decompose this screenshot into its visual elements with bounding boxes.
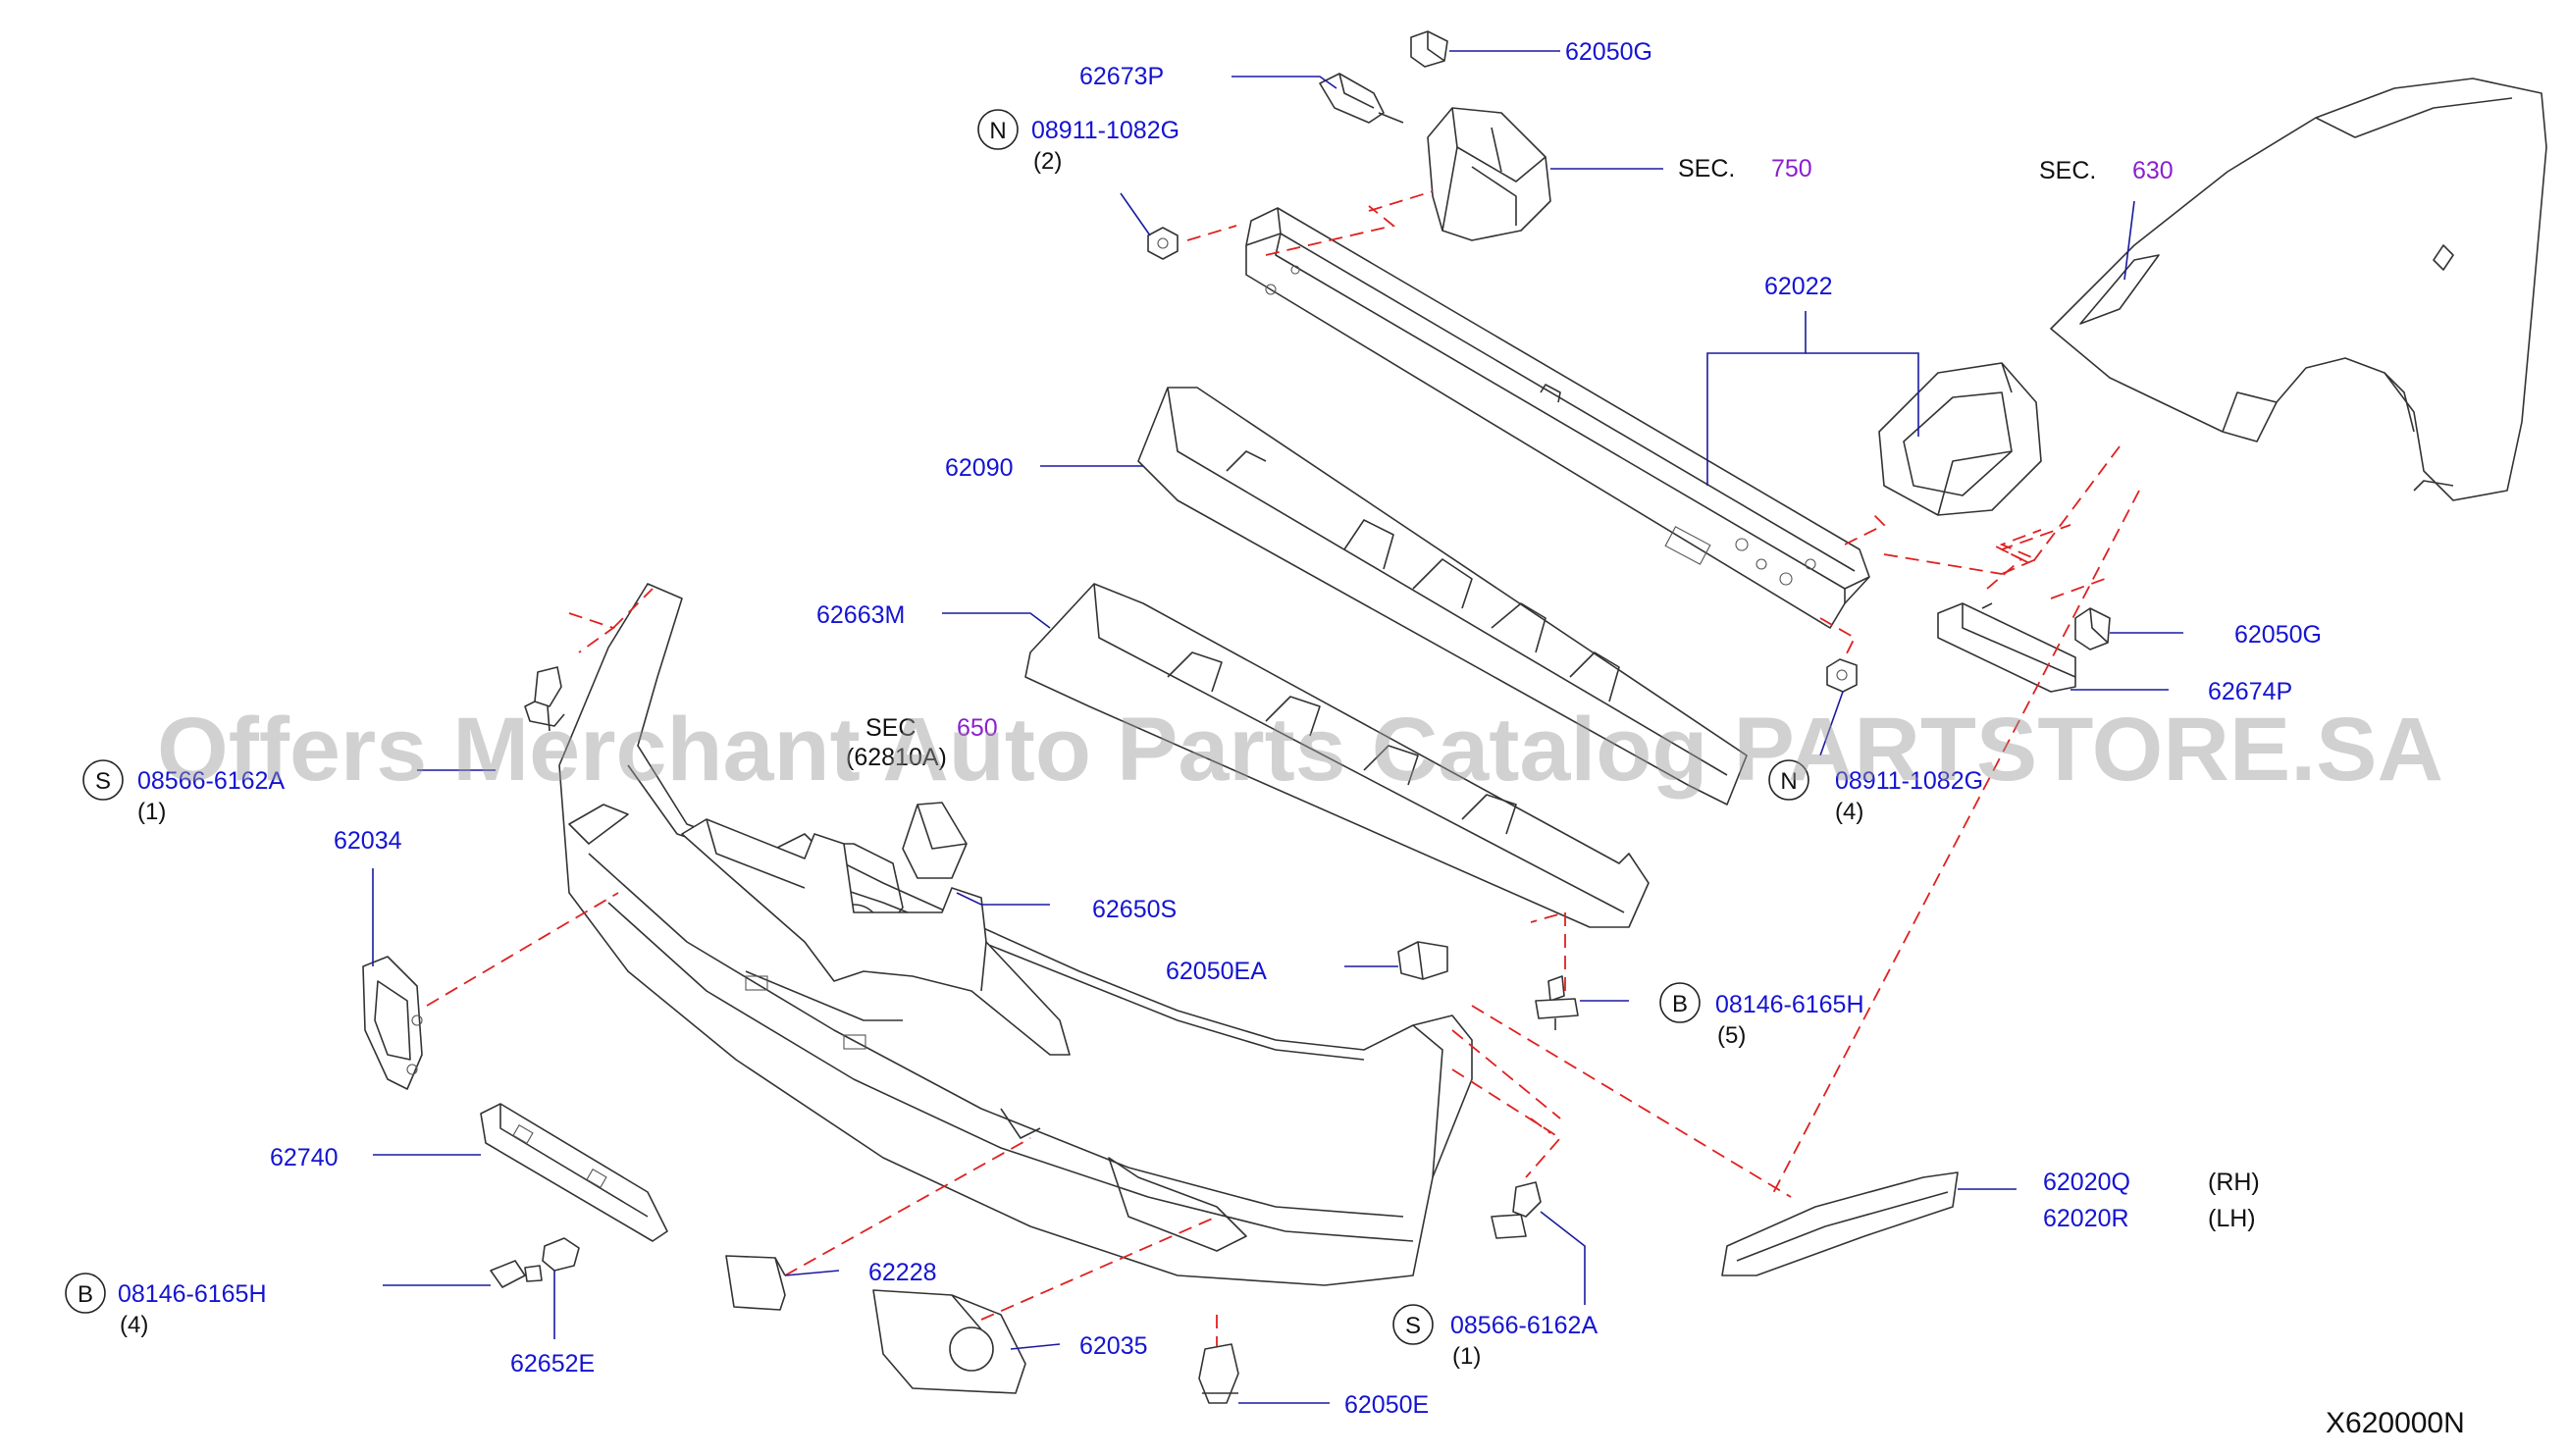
prefix-n-mid: N (1780, 768, 1797, 795)
label-62673p[interactable]: 62673P (1079, 63, 1164, 90)
sec630-number[interactable]: 630 (2132, 157, 2174, 184)
label-62022[interactable]: 62022 (1764, 273, 1833, 300)
qty-08566-6162a-bottom: (1) (1452, 1343, 1481, 1370)
molding-62020-drawing (1721, 1171, 1959, 1276)
fog-lamp-cover-62035-drawing (872, 1289, 1026, 1394)
label-62034[interactable]: 62034 (334, 827, 402, 855)
label-62652e[interactable]: 62652E (510, 1350, 595, 1378)
bolt-left-drawing (490, 1260, 543, 1288)
label-62050g-right[interactable]: 62050G (2234, 621, 2322, 649)
label-08146-6165h-mid[interactable]: 08146-6165H (1715, 991, 1864, 1018)
bracket-62674p-drawing (1937, 602, 2076, 693)
prefix-n-top: N (989, 118, 1006, 144)
sec650-number[interactable]: 650 (957, 714, 998, 742)
label-08911-1082g-mid[interactable]: 08911-1082G (1835, 767, 1983, 795)
label-62035[interactable]: 62035 (1079, 1332, 1148, 1360)
label-62020q[interactable]: 62020Q (2043, 1169, 2130, 1196)
label-08566-6162a-left[interactable]: 08566-6162A (137, 767, 285, 795)
label-62663m[interactable]: 62663M (816, 601, 905, 629)
clip-62050g-top-drawing (1410, 30, 1448, 68)
label-08911-1082g-top[interactable]: 08911-1082G (1031, 117, 1179, 144)
qty-08911-1082g-top: (2) (1033, 148, 1062, 175)
reinforcement-beam-drawing (1245, 207, 1870, 629)
dashed-guide-lines (426, 190, 2140, 1346)
leader-lines (372, 50, 2183, 1404)
part-labels: 62673P 62050G 08911-1082G (2) SEC. 750 S… (118, 38, 2465, 1439)
upper-bracket-drawing (1427, 107, 1551, 241)
clip-62050e-drawing (1198, 1343, 1239, 1404)
fender-drawing (2050, 78, 2547, 501)
clip-62673p-drawing (1319, 73, 1404, 124)
qty-08911-1082g-mid: (4) (1835, 799, 1863, 825)
side-62020q: (RH) (2208, 1169, 2260, 1196)
sec630-label: SEC. (2039, 157, 2096, 184)
prefix-circles: N N S S B B (65, 109, 1809, 1345)
label-62228[interactable]: 62228 (868, 1259, 937, 1286)
diagram-code: X620000N (2326, 1407, 2465, 1439)
prefix-b-left: B (78, 1281, 93, 1308)
label-62740[interactable]: 62740 (270, 1144, 339, 1171)
front-bumper-fascia-drawing (558, 583, 1473, 1286)
clip-62050ea-drawing (1397, 941, 1448, 980)
label-62020r[interactable]: 62020R (2043, 1205, 2129, 1232)
side-bracket-drawing (1878, 362, 2042, 516)
label-62050e[interactable]: 62050E (1344, 1391, 1429, 1419)
bracket-62740-drawing (480, 1103, 668, 1242)
sec650-sub: (62810A) (846, 744, 947, 771)
cap-62228-drawing (725, 1255, 786, 1311)
bolt-mid-drawing (1535, 975, 1579, 1030)
label-62650s[interactable]: 62650S (1092, 896, 1177, 923)
prefix-s-bottom: S (1405, 1313, 1421, 1339)
clip-bottom-drawing (1491, 1181, 1542, 1239)
label-08566-6162a-bottom[interactable]: 08566-6162A (1450, 1312, 1598, 1339)
watermark-text: Offers Merchant Auto Parts Catalog PARTS… (157, 700, 2443, 800)
qty-08566-6162a-left: (1) (137, 799, 166, 825)
label-08146-6165h-left[interactable]: 08146-6165H (118, 1280, 267, 1308)
sec650-label: SEC (865, 714, 916, 742)
grille-62650s-drawing (681, 818, 1071, 1056)
nut-mid-drawing (1826, 658, 1858, 693)
clip-62050g-right-drawing (2074, 607, 2111, 650)
label-62050ea[interactable]: 62050EA (1166, 958, 1267, 985)
prefix-s-left: S (95, 768, 111, 795)
sec750-label: SEC. (1678, 155, 1735, 182)
sec650-bracket-drawing (902, 802, 968, 879)
qty-08146-6165h-left: (4) (120, 1312, 148, 1338)
energy-absorber-drawing (1137, 387, 1748, 806)
nut-top-drawing (1147, 227, 1179, 260)
bracket-62034-drawing (362, 956, 423, 1090)
label-62050g-top[interactable]: 62050G (1565, 38, 1652, 66)
label-62674p[interactable]: 62674P (2208, 678, 2292, 705)
under-cover-drawing (1024, 583, 1650, 928)
side-62020r: (LH) (2208, 1205, 2256, 1232)
prefix-b-mid: B (1672, 991, 1688, 1017)
clip-left-drawing (524, 666, 565, 732)
label-62090[interactable]: 62090 (945, 454, 1014, 482)
clip-62652e-drawing (542, 1237, 580, 1272)
qty-08146-6165h-mid: (5) (1717, 1022, 1746, 1049)
sec750-number[interactable]: 750 (1771, 155, 1812, 182)
